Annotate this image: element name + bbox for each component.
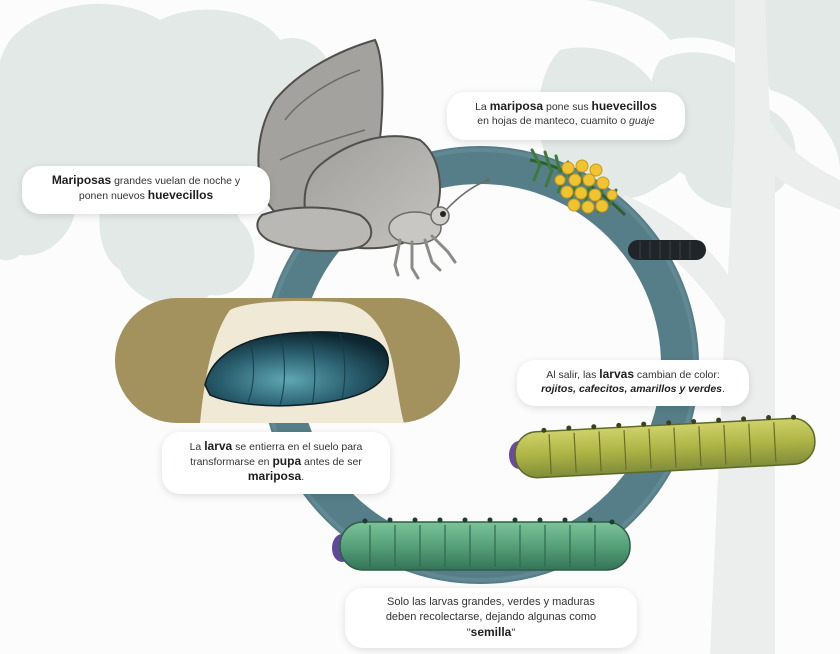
keyword-eggs: huevecillos — [592, 99, 657, 113]
young-black-larva — [628, 240, 706, 260]
label-pupa-stage: La larva se entierra en el suelo para tr… — [162, 432, 390, 494]
label-larva-colors: Al salir, las larvas cambian de color: r… — [517, 360, 749, 406]
label-harvest: Solo las larvas grandes, verdes y madura… — [345, 588, 637, 648]
keyword-larvae: larvas — [599, 367, 634, 381]
keyword-butterfly: mariposa — [248, 469, 301, 483]
keyword-butterflies: Mariposas — [52, 173, 111, 187]
keyword-larva: larva — [204, 439, 232, 453]
keyword-seed: semilla — [471, 625, 512, 639]
green-larva — [332, 518, 630, 571]
label-adult-butterflies: Mariposas grandes vuelan de noche y pone… — [22, 166, 270, 214]
keyword-butterfly: mariposa — [490, 99, 543, 113]
keyword-pupa: pupa — [272, 454, 301, 468]
pupa-panel — [115, 298, 460, 423]
keyword-eggs: huevecillos — [148, 188, 213, 202]
larva-color-list: rojitos, cafecitos, amarillos y verdes — [541, 383, 722, 395]
label-eggs: La mariposa pone sus huevecillos en hoja… — [447, 92, 685, 140]
